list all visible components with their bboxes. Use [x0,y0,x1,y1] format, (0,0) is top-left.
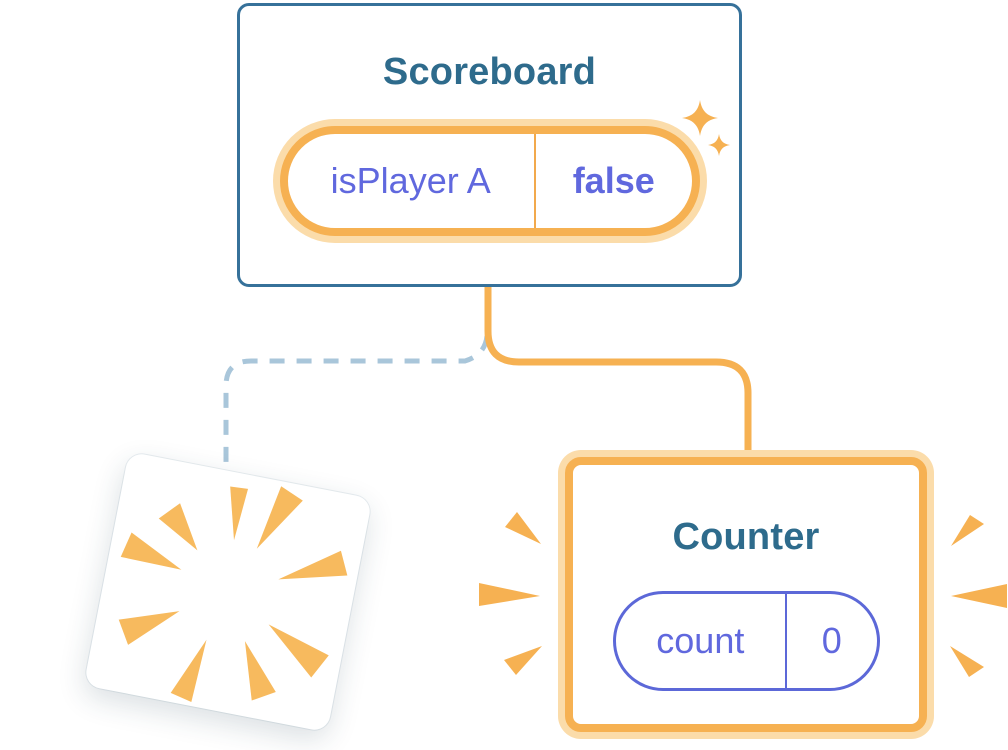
count-name-label: count [656,620,745,661]
preserved-connector-line [484,281,752,458]
scoreboard-component-card: Scoreboard isPlayer A false [237,3,742,287]
burst-rays-icon-left [479,512,542,675]
burst-rays-icon-right [950,515,1007,677]
state-value: false [572,160,655,201]
explosion-burst-icon [118,486,348,703]
destroyed-component-card [83,451,373,733]
count-pill-divider [785,594,788,688]
scoreboard-state-pill: isPlayer A false [279,126,700,236]
sparkle-icon [682,100,718,136]
scoreboard-title: Scoreboard [382,51,597,93]
count-value: 0 [821,620,842,661]
sparkle-icon [708,134,730,156]
state-pill-divider [533,134,536,228]
counter-title: Counter [672,516,820,558]
counter-component-card: Counter count 0 [565,457,927,732]
destroyed-connector-dashed-line [223,335,490,464]
counter-state-pill: count 0 [612,591,880,691]
state-name-label: isPlayer A [330,160,491,201]
